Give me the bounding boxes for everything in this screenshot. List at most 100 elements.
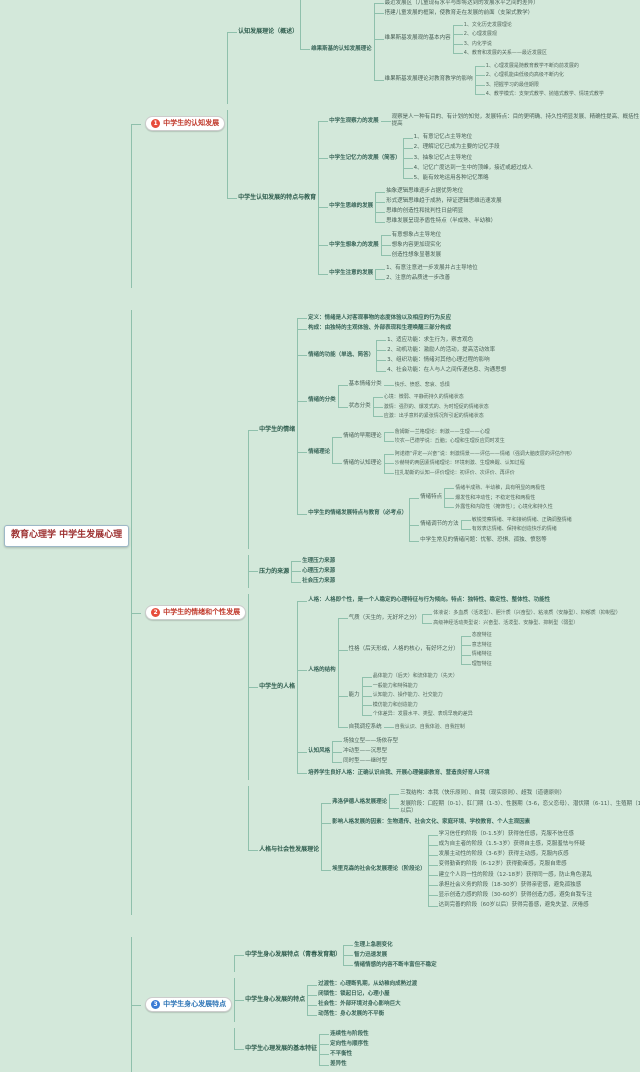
- node-label[interactable]: 达到完善的阶段（60岁以后）获得完善感，避免失望、厌倦感: [439, 902, 589, 909]
- node-label[interactable]: 1、文化历史发展理论: [464, 22, 512, 29]
- node-label[interactable]: 性格（后天形成，人格的核心，有好坏之分）: [349, 646, 459, 653]
- node-label[interactable]: 观察是人一种有目的、有计划的知觉，发展特点：目的更明确、持久性明显发展、精确性提…: [392, 114, 640, 128]
- node-label[interactable]: 抽象逻辑思维逐步占据优势地位: [386, 188, 463, 195]
- node-label[interactable]: 情绪特征: [472, 651, 492, 658]
- node-label[interactable]: 4、教育和发展的关系——最近发展区: [464, 50, 547, 57]
- node-label[interactable]: 一般能力和特殊能力: [373, 683, 418, 690]
- node-label[interactable]: 个体差异：发展水平、类型、表现早晚的差异: [373, 711, 473, 718]
- node-label[interactable]: 人格与社会性发展理论: [259, 846, 319, 854]
- node-label[interactable]: 定义：情绪是人对客观事物的态度体验以及相应的行为反应: [308, 315, 451, 322]
- node-label[interactable]: 中学生思维的发展: [329, 203, 373, 210]
- node-label[interactable]: 中学生常见的情绪问题：忧郁、恐惧、孤独、愤怒等: [420, 537, 547, 544]
- node-label[interactable]: 维果斯基发展理论对教育教学的影响: [385, 76, 473, 83]
- node-label[interactable]: 拉扎勒斯的认知—评价理论：初评价、次评价、再评价: [395, 470, 515, 477]
- node-label[interactable]: 5、能有效地运用各种记忆策略: [414, 175, 489, 182]
- node-label[interactable]: 弗洛伊德人格发展理论: [332, 799, 387, 806]
- node-label[interactable]: 自我认识、自我体验、自我控制: [395, 724, 465, 731]
- node-label[interactable]: 3、抽象记忆占主导地位: [414, 155, 473, 162]
- node-label[interactable]: 高级神经活动类型说：兴奋型、活泼型、安静型、抑制型（弱型）: [433, 620, 578, 627]
- node-label[interactable]: 3、组织功能：情绪对其他心理过程的影响: [387, 357, 490, 364]
- node-label[interactable]: 有意想象占主导地位: [392, 232, 442, 239]
- node-label[interactable]: 1、有意记忆占主导地位: [414, 134, 473, 141]
- node-label[interactable]: 中学生心理发展的基本特征: [245, 1045, 317, 1053]
- node-label[interactable]: 维果斯基的认知发展理论: [311, 46, 372, 53]
- node-label[interactable]: 不平衡性: [330, 1051, 352, 1058]
- node-label[interactable]: 思维的创造性和批判性日益明显: [386, 208, 463, 215]
- node-label[interactable]: 影响人格发展的因素：生物遗传、社会文化、家庭环境、学校教育、个人主观因素: [332, 819, 530, 826]
- node-label[interactable]: 自我调控系统: [349, 724, 382, 731]
- node-label[interactable]: 基本情绪分类: [349, 381, 382, 388]
- node-label[interactable]: 认知风格: [308, 748, 330, 755]
- node-label[interactable]: 冲动型——沉思型: [343, 748, 387, 755]
- node-label[interactable]: 爆发性和冲动性；不稳定性和两极性: [455, 495, 535, 502]
- node-label[interactable]: 外露性和内隐性（掩饰性）；心境化和持久性: [455, 504, 553, 511]
- node-label[interactable]: 情绪的早期理论: [343, 433, 382, 440]
- node-label[interactable]: 压力的来源: [259, 568, 289, 576]
- node-label[interactable]: 情绪特点: [420, 494, 442, 501]
- node-label[interactable]: 中学生认知发展的特点与教育: [238, 194, 316, 202]
- node-label[interactable]: 模仿能力和创造能力: [373, 702, 418, 709]
- node-label[interactable]: 晶体能力（后天）和流体能力（先天）: [373, 673, 458, 680]
- node-label[interactable]: 状态分类: [349, 403, 371, 410]
- node-label[interactable]: 智力迅速发展: [354, 952, 387, 959]
- node-label[interactable]: 三我结构：本我（快乐原则）、自我（现实原则）、超我（道德原则）: [400, 790, 565, 797]
- node-label[interactable]: 有效表达情绪、保持和创造快乐的情绪: [472, 526, 557, 533]
- node-label[interactable]: 2、动机功能：激励人的活动，提高活动效率: [387, 347, 495, 354]
- node-label[interactable]: 中学生观察力的发展: [329, 118, 379, 125]
- node-label[interactable]: 体液说：多血质（活泼型）、胆汁质（兴奋型）、粘液质（安静型）、抑郁质（抑制型）: [433, 610, 621, 617]
- node-label[interactable]: 敏锐觉察情绪、平和接纳情绪、正确调整情绪: [472, 517, 572, 524]
- node-label[interactable]: 气质（天生的，无好坏之分）: [349, 615, 421, 622]
- node-label[interactable]: 场独立型——场依存型: [343, 738, 398, 745]
- node-label[interactable]: 1、适应功能：求生行为，察言观色: [387, 337, 473, 344]
- node-label[interactable]: 变得勤奋的阶段（6-12岁）获得勤奋感，克服自卑感: [439, 861, 567, 868]
- node-label[interactable]: 2、注意的品质进一步改善: [386, 275, 450, 282]
- node-label[interactable]: 埃里克森的社会化发展理论（阶段论）: [332, 866, 426, 873]
- node-label[interactable]: 中学生身心发展特点（青春发育期）: [245, 951, 341, 959]
- node-label[interactable]: 成为自主者的阶段（1.5-3岁）获得自主感，克服羞怯与怀疑: [439, 841, 585, 848]
- node-label[interactable]: 3、内化学说: [464, 41, 492, 48]
- node-label[interactable]: 建立个人同一性的阶段（12-18岁）获得同一感，防止角色混乱: [439, 872, 592, 879]
- node-label[interactable]: 情绪情感的内容不断丰富但不稳定: [354, 962, 437, 969]
- node-label[interactable]: 最近发展区（儿童现有水平与即将达到的发展水平之间的差异）: [385, 0, 539, 7]
- node-label[interactable]: 中学生的人格: [259, 683, 295, 691]
- node-label[interactable]: 中学生注意的发展: [329, 270, 373, 277]
- node-label[interactable]: 创造性想象显著发展: [392, 252, 442, 259]
- node-label[interactable]: 情绪的分类: [308, 397, 336, 404]
- node-label[interactable]: 形式逻辑思维趋于成熟，辩证逻辑思维迅速发展: [386, 198, 502, 205]
- node-label[interactable]: 思维发展呈现矛盾性特点（半成熟、半幼稚）: [386, 218, 496, 225]
- node-label[interactable]: 态度特征: [472, 632, 492, 639]
- node-label[interactable]: 想象内容更加现实化: [392, 242, 442, 249]
- node-label[interactable]: 情绪理论: [308, 449, 330, 456]
- node-label[interactable]: 4、记忆广度达到一生中的顶峰，接近或超过成人: [414, 165, 533, 172]
- node-label[interactable]: 定向性与顺序性: [330, 1041, 369, 1048]
- node-label[interactable]: 人格：人格即个性，是一个人稳定的心理特征与行为倾向。特点：独特性、稳定性、整体性…: [308, 597, 550, 604]
- node-label[interactable]: 3、把握学习的最佳期限: [486, 82, 539, 89]
- node-label[interactable]: 发展主动性的阶段（3-6岁）获得主动感，克服内疚感: [439, 851, 569, 858]
- node-label[interactable]: 闭锁性：锁起日记，心理小屋: [318, 991, 390, 998]
- root-topic-label[interactable]: 教育心理学 中学生发展心理: [4, 525, 130, 547]
- node-label[interactable]: 中学生的情绪发展特点与教育（必考点）: [308, 510, 407, 517]
- node-label[interactable]: 动荡性：身心发展的不平衡: [318, 1011, 384, 1018]
- node-label[interactable]: 激情：强烈的、爆发式的、为时短促的情绪状态: [384, 404, 489, 411]
- node-label[interactable]: 中学生身心发展的特点: [245, 996, 305, 1004]
- node-label[interactable]: 坎农—巴德学说：丘脑；心理和生理反应同时发生: [395, 438, 505, 445]
- node-label[interactable]: 2、心理机能由低级向高级不断内化: [486, 72, 564, 79]
- node-label[interactable]: 生理上急剧变化: [354, 942, 393, 949]
- node-label[interactable]: 1、心理发展是随教育教学不断向前发展的: [486, 63, 579, 70]
- node-label[interactable]: 中学生想象力的发展: [329, 242, 379, 249]
- node-label[interactable]: 差异性: [330, 1061, 347, 1068]
- node-label[interactable]: 情绪调节的方法: [420, 521, 459, 528]
- node-label[interactable]: 心境：微弱、平静而持久的情绪状态: [384, 394, 464, 401]
- node-label[interactable]: 人格的结构: [308, 667, 336, 674]
- node-label[interactable]: 中学生的情绪: [259, 426, 295, 434]
- node-label[interactable]: 理智特征: [472, 661, 492, 668]
- node-label[interactable]: 中学生记忆力的发展（简答）: [329, 155, 401, 162]
- node-label[interactable]: 詹姆斯—兰格理论：刺激——生理——心理: [395, 429, 490, 436]
- node-label[interactable]: 意志特征: [472, 642, 492, 649]
- node-label[interactable]: 构成：由独特的主观体验、外部表现和生理唤醒三部分构成: [308, 325, 451, 332]
- node-label[interactable]: 培养学生良好人格：正确认识自我、开展心理健康教育、营造良好育人环境: [308, 770, 490, 777]
- node-label[interactable]: 情绪的功能（单选、简答）: [308, 352, 374, 359]
- node-label[interactable]: 能力: [349, 692, 360, 699]
